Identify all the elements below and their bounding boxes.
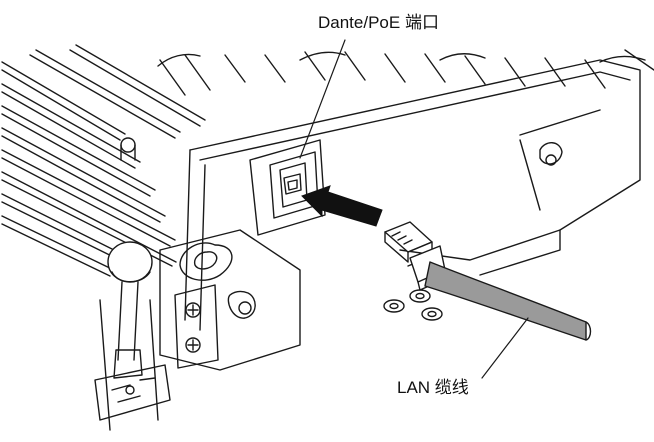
adjustment-knob: [94, 241, 171, 431]
mounting-bracket: [159, 229, 301, 371]
leader-lines: [299, 39, 529, 379]
lan-cable-label: LAN 缆线: [397, 378, 469, 397]
loose-screws: [383, 289, 443, 321]
housing-screw: [120, 137, 136, 161]
dante-poe-port-label: Dante/PoE 端口: [318, 13, 439, 32]
top-fins: [157, 51, 606, 96]
insertion-arrow: [301, 185, 383, 227]
lan-cable: [424, 261, 592, 341]
port-panel: [249, 139, 326, 236]
